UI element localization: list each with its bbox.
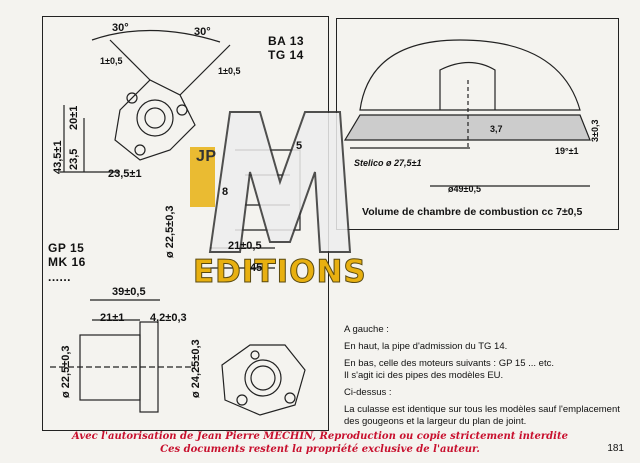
dim-43-5: 43,5±1: [52, 140, 64, 174]
dim-4-2: 4,2±0,3: [150, 312, 187, 324]
dim-1-right: 1±0,5: [218, 66, 241, 76]
label-gp15: GP 15: [48, 241, 85, 255]
copyright-notice-line2: Ces documents restent la propriété exclu…: [160, 444, 480, 455]
combustion-chamber-caption: Volume de chambre de combustion cc 7±0,5: [362, 206, 583, 218]
dim-45: 45: [250, 262, 263, 274]
text-en-haut: En haut, la pipe d'admission du TG 14.: [344, 341, 508, 352]
dim-23-5-tol: 23,5±1: [108, 168, 142, 180]
dim-angle-left: 30°: [112, 22, 129, 34]
dim-8: 8: [222, 186, 229, 198]
description-text: A gauche : En haut, la pipe d'admission …: [344, 324, 629, 433]
stelico-label: Stelico ø 27,5±1: [354, 158, 422, 168]
dim-dia-49: ø49±0,5: [448, 184, 481, 194]
flange-outline: [114, 79, 196, 161]
logo-initials: JP: [196, 148, 217, 165]
dim-21: 21±0,5: [228, 240, 262, 252]
label-tg14: TG 14: [268, 48, 304, 62]
dim-1-left: 1±0,5: [100, 56, 123, 66]
label-mk16: MK 16: [48, 255, 86, 269]
text-en-bas: En bas, celle des moteurs suivants : GP …: [344, 358, 554, 369]
dim-21-bottom: 21±1: [100, 312, 125, 324]
dim-dia-22-5-bottom: ø 22,5±0,3: [60, 345, 72, 398]
dim-dia-24-25: ø 24,25±0,3: [190, 339, 202, 398]
label-dots: ......: [48, 270, 72, 284]
dim-5: 5: [296, 140, 303, 152]
dim-angle-right: 30°: [194, 26, 211, 38]
dim-3-7: 3,7: [490, 124, 503, 134]
dim-3: 3±0,3: [590, 119, 600, 142]
text-modeles-eu: Il s'agit ici des pipes des modèles EU.: [344, 370, 504, 381]
text-a-gauche: A gauche :: [344, 324, 389, 335]
flange-bore: [136, 99, 174, 137]
text-culasse: La culasse est identique sur tous les mo…: [344, 404, 620, 427]
jp-m-editions-logo: [190, 111, 352, 253]
copyright-notice-line1: Avec l'autorisation de Jean Pierre MECHI…: [72, 431, 568, 442]
dim-39: 39±0,5: [112, 286, 146, 298]
dim-23-5: 23,5: [68, 148, 80, 170]
dim-19-deg: 19°±1: [555, 146, 579, 156]
logo-editions-text: EDITIONS: [193, 254, 367, 291]
text-ci-dessus: Ci-dessus :: [344, 387, 392, 398]
page-number: 181: [607, 443, 624, 454]
dim-20: 20±1: [68, 105, 80, 130]
dim-dia-22-5-top: ø 22,5±0,3: [164, 205, 176, 258]
label-ba13: BA 13: [268, 34, 305, 48]
